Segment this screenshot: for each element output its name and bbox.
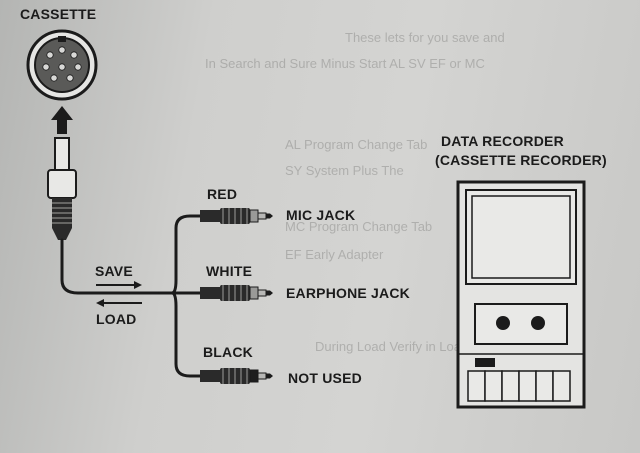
din-plug-icon [47, 137, 77, 240]
jack-label: NOT USED [288, 370, 362, 386]
background-text-line: These lets for you save and [345, 30, 505, 45]
device-subtitle: (CASSETTE RECORDER) [435, 152, 607, 168]
background-text-line: In Search and Sure Minus Start AL SV EF … [205, 56, 485, 71]
background-text-line: During Load Verify in Load 3 the [315, 339, 501, 354]
save-label: SAVE [95, 263, 133, 279]
device-title: DATA RECORDER [441, 133, 564, 149]
plug-color-label: WHITE [206, 263, 253, 279]
arrow-up-icon [51, 106, 73, 134]
save-arrow-icon [96, 281, 142, 289]
jack-label: MIC JACK [286, 207, 356, 223]
cassette-recorder-icon [456, 180, 586, 409]
black-plug-icon [200, 368, 273, 384]
cable-bundle [60, 214, 202, 378]
load-label: LOAD [96, 311, 137, 327]
background-text-line: SY System Plus The [285, 163, 404, 178]
white-plug-icon [200, 285, 273, 301]
plug-color-label: RED [207, 186, 238, 202]
load-arrow-icon [96, 299, 142, 307]
red-plug-icon [200, 208, 273, 224]
jack-label: EARPHONE JACK [286, 285, 410, 301]
plug-color-label: BLACK [203, 344, 253, 360]
din-connector-icon [26, 29, 98, 101]
connector-label: CASSETTE [20, 6, 97, 22]
background-text-line: MC Program Change Tab [285, 219, 433, 234]
background-text-line: EF Early Adapter [285, 247, 384, 262]
background-text-line: AL Program Change Tab [285, 137, 428, 152]
